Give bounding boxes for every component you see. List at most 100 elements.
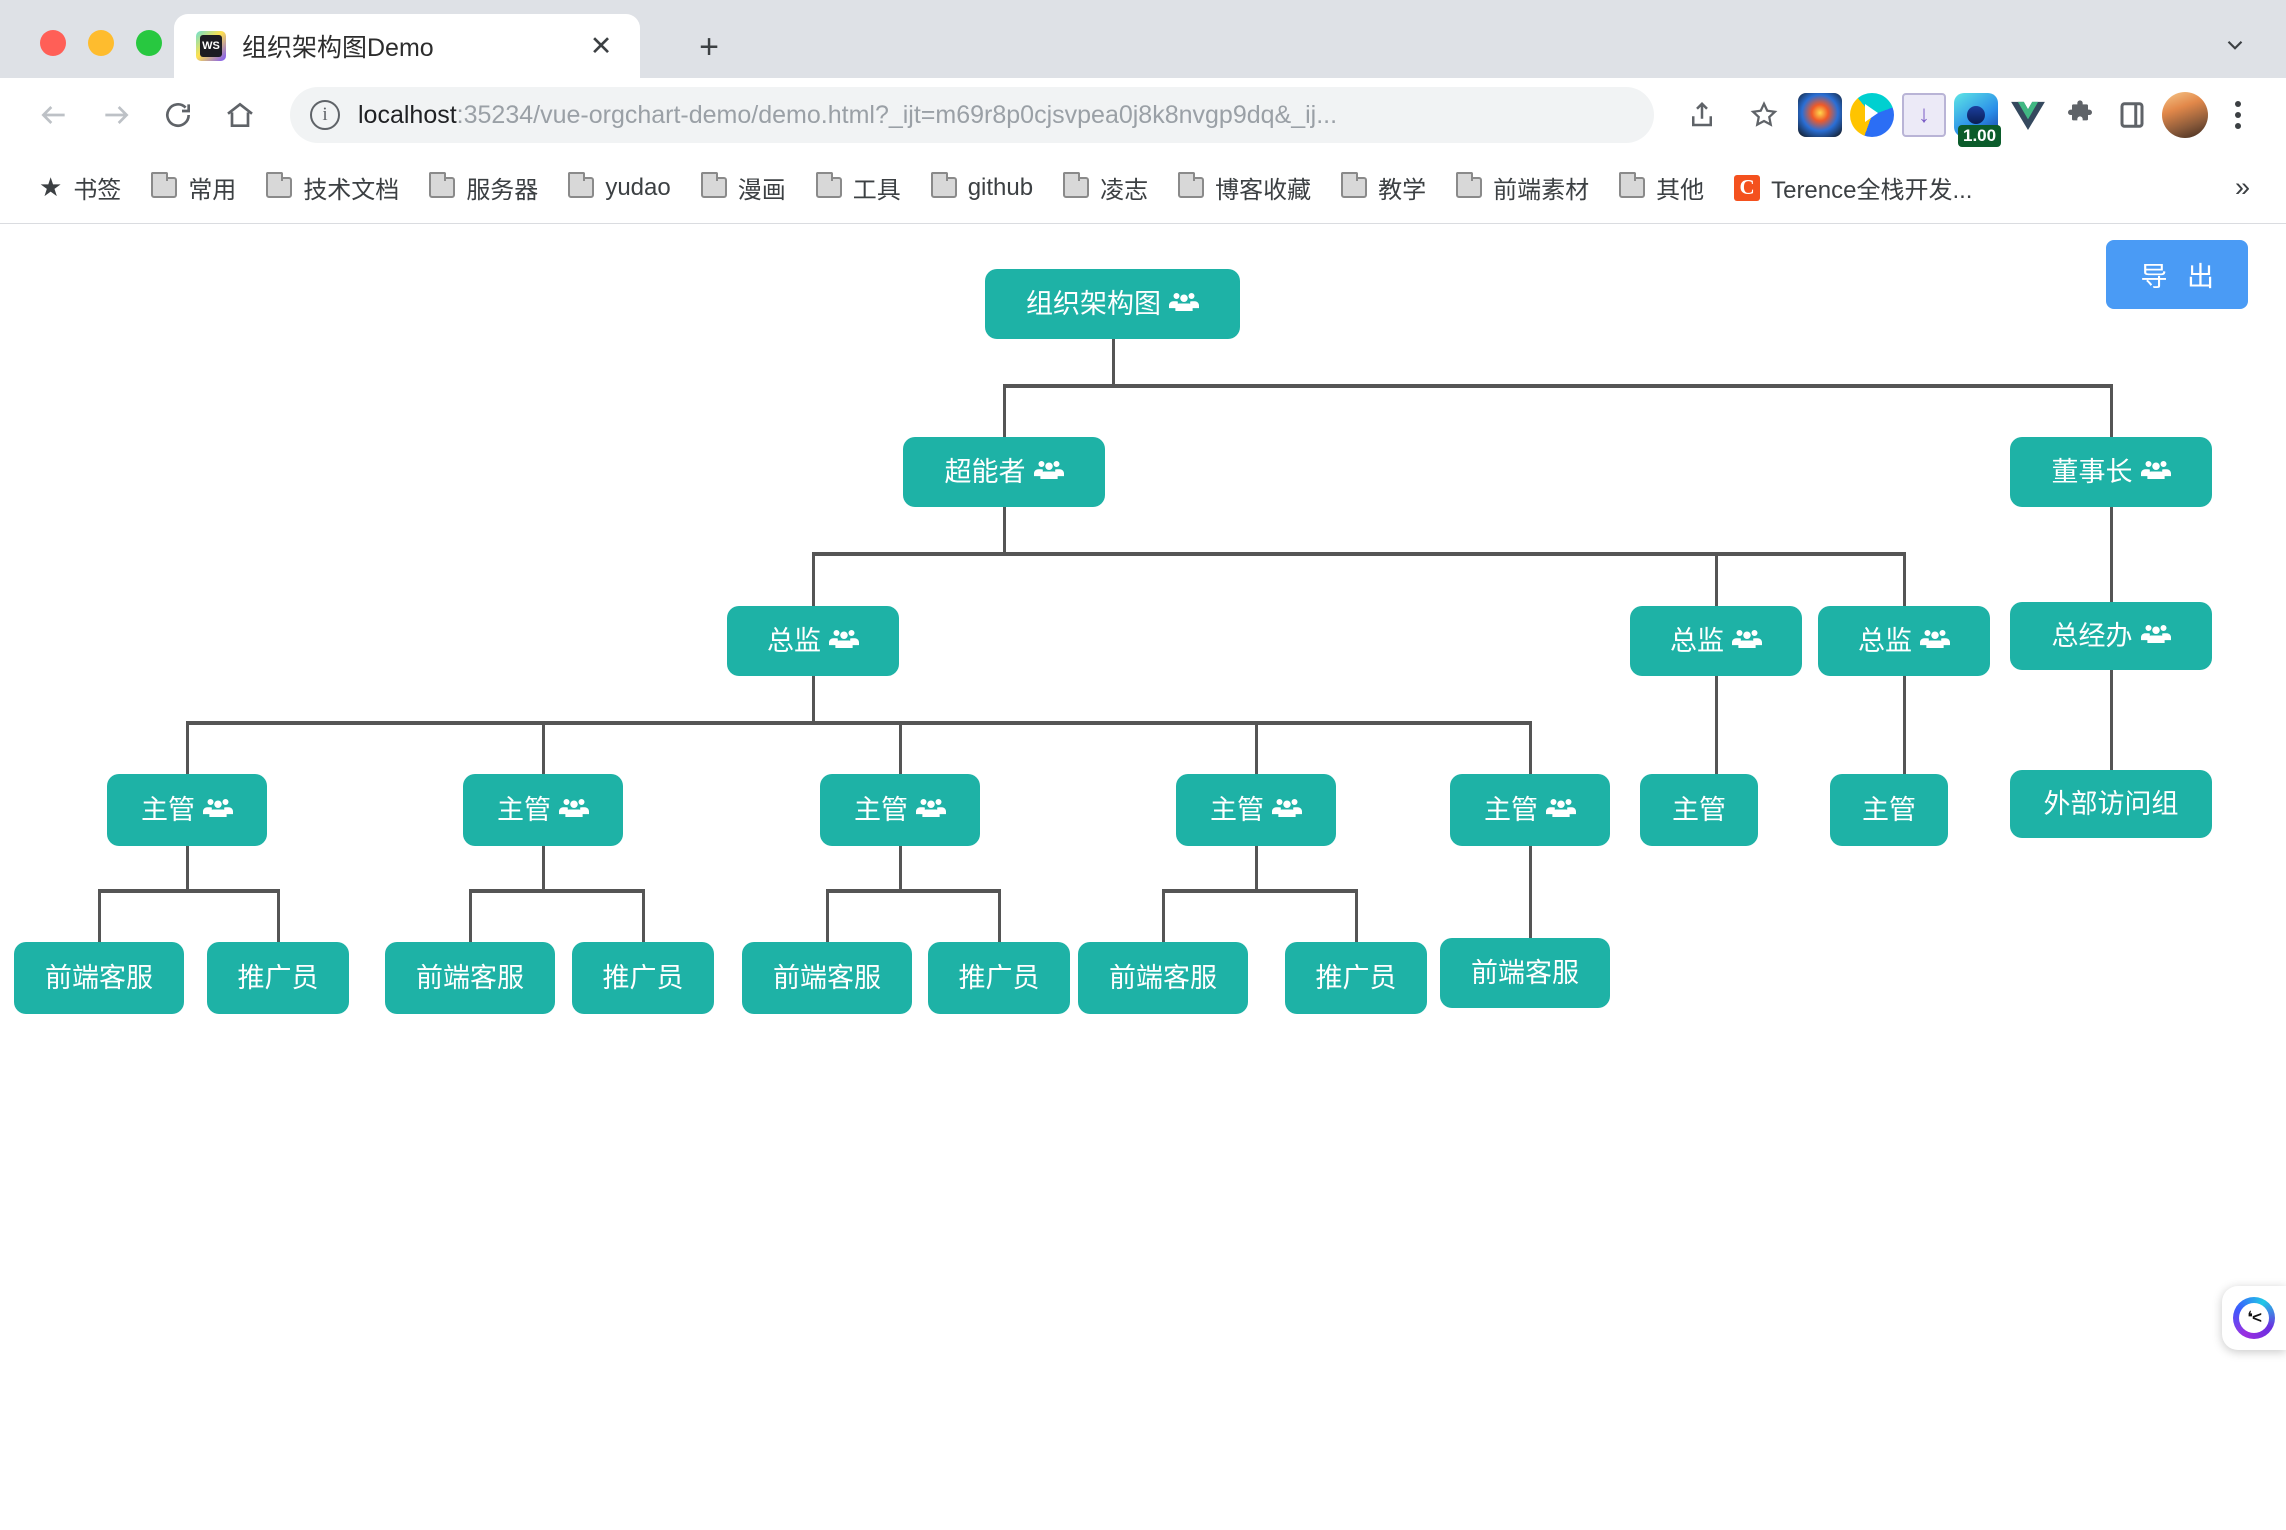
org-node-n4d[interactable]: 主管: [1176, 774, 1336, 846]
org-node-n4b[interactable]: 主管: [463, 774, 623, 846]
org-node-label: 前端客服: [773, 962, 881, 993]
media-player-extension-icon[interactable]: [1850, 93, 1894, 137]
org-node-label: 前端客服: [1471, 957, 1579, 988]
plus-icon[interactable]: +: [699, 28, 719, 66]
org-node-n5h[interactable]: 推广员: [1285, 942, 1427, 1014]
window-zoom-button[interactable]: [136, 30, 162, 56]
folder-icon: [568, 172, 595, 198]
org-node-label: 超能者: [944, 456, 1026, 487]
zoom-level-extension-icon[interactable]: 1.00: [1954, 93, 2002, 147]
bookmark-label: 漫画: [737, 177, 786, 204]
info-circle-icon[interactable]: i: [310, 100, 340, 130]
org-node-label: 主管: [497, 794, 551, 825]
connector-bus: [187, 721, 1530, 725]
close-icon[interactable]: ✕: [589, 30, 613, 61]
bookmark-label: 常用: [188, 177, 237, 204]
window-traffic-lights: [40, 30, 162, 56]
bookmark-folder-teaching[interactable]: 教学: [1328, 163, 1439, 212]
org-node-root[interactable]: 组织架构图: [985, 269, 1240, 339]
bookmark-folder-blog[interactable]: 博客收藏: [1165, 163, 1324, 212]
org-node-n4a[interactable]: 主管: [107, 774, 267, 846]
folder-icon: [1619, 172, 1646, 198]
connector-drop: [1903, 676, 1906, 774]
bookmark-manager[interactable]: ★ 书签: [26, 163, 134, 212]
kebab-menu-icon[interactable]: [2216, 101, 2260, 129]
tab-title: 组织架构图Demo: [242, 34, 434, 62]
arrow-left-icon[interactable]: [26, 87, 82, 143]
connector-drop: [1903, 552, 1906, 606]
star-icon: ★: [39, 172, 63, 202]
bookmark-label: 服务器: [466, 177, 539, 204]
extension-icons: 1.00: [1798, 92, 2260, 147]
chevron-down-icon[interactable]: [2218, 28, 2252, 62]
connector-bus: [1004, 384, 2111, 388]
url-scheme: localhost: [358, 100, 457, 129]
connector-drop: [998, 889, 1001, 942]
chevron-double-right-icon[interactable]: »: [2234, 172, 2250, 202]
bookmark-label: 教学: [1378, 177, 1427, 204]
org-node-n5b[interactable]: 推广员: [207, 942, 349, 1014]
connector-drop: [1003, 384, 1006, 437]
bookmark-folder-frontend-assets[interactable]: 前端素材: [1443, 163, 1602, 212]
org-node-label: 主管: [854, 794, 908, 825]
tab-orgchart-demo[interactable]: 组织架构图Demo ✕: [174, 14, 640, 78]
connector-stem: [186, 846, 189, 889]
bookmark-folder-yudao[interactable]: yudao: [555, 167, 683, 209]
bookmark-folder-github[interactable]: github: [918, 167, 1046, 209]
org-node-n5g[interactable]: 前端客服: [1078, 942, 1248, 1014]
org-node-n4h[interactable]: 外部访问组: [2010, 770, 2212, 838]
org-node-n3d[interactable]: 总经办: [2010, 602, 2212, 670]
screen-capture-extension-icon[interactable]: [1902, 93, 1946, 137]
tab-strip: 组织架构图Demo ✕ +: [0, 0, 2286, 78]
org-node-n4e[interactable]: 主管: [1450, 774, 1610, 846]
star-outline-icon[interactable]: [1736, 87, 1792, 143]
address-bar[interactable]: i localhost:35234/vue-orgchart-demo/demo…: [290, 87, 1654, 143]
side-panel-icon[interactable]: [2110, 93, 2154, 137]
home-icon[interactable]: [212, 87, 268, 143]
export-button[interactable]: 导 出: [2106, 240, 2248, 309]
org-node-n2b[interactable]: 董事长: [2010, 437, 2212, 507]
bookmark-folder-tools[interactable]: 工具: [803, 163, 914, 212]
bookmark-label: 技术文档: [303, 177, 400, 204]
bookmarks-bar: ★ 书签 常用 技术文档 服务器 yudao 漫画 工具 github 凌志 博…: [0, 152, 2286, 224]
org-node-n5e[interactable]: 前端客服: [742, 942, 912, 1014]
org-node-n3a[interactable]: 总监: [727, 606, 899, 676]
org-node-n4g[interactable]: 主管: [1830, 774, 1948, 846]
bookmark-folder-lingzhi[interactable]: 凌志: [1050, 163, 1161, 212]
org-node-n5i[interactable]: 前端客服: [1440, 938, 1610, 1008]
photoshop-extension-icon[interactable]: [1798, 93, 1842, 137]
vue-devtools-icon[interactable]: [2006, 93, 2050, 137]
org-node-n4f[interactable]: 主管: [1640, 774, 1758, 846]
folder-icon: [151, 172, 178, 198]
bookmark-folder-changyong[interactable]: 常用: [138, 163, 249, 212]
org-node-n3c[interactable]: 总监: [1818, 606, 1990, 676]
connector-drop: [642, 889, 645, 942]
folder-icon: [815, 172, 842, 198]
folder-icon: [1178, 172, 1205, 198]
org-node-n3b[interactable]: 总监: [1630, 606, 1802, 676]
org-node-n5a[interactable]: 前端客服: [14, 942, 184, 1014]
reload-icon[interactable]: [150, 87, 206, 143]
profile-avatar[interactable]: [2162, 92, 2208, 138]
org-node-n5c[interactable]: 前端客服: [385, 942, 555, 1014]
share-icon[interactable]: [1674, 87, 1730, 143]
bookmark-folder-manhua[interactable]: 漫画: [688, 163, 799, 212]
assistant-bubble-icon[interactable]: ❛<: [2222, 1286, 2286, 1350]
org-node-n5f[interactable]: 推广员: [928, 942, 1070, 1014]
org-node-n2a[interactable]: 超能者: [903, 437, 1105, 507]
arrow-right-icon[interactable]: [88, 87, 144, 143]
users-group-icon: [559, 796, 589, 825]
window-close-button[interactable]: [40, 30, 66, 56]
bookmark-folder-tech-docs[interactable]: 技术文档: [253, 163, 412, 212]
puzzle-extensions-icon[interactable]: [2058, 93, 2102, 137]
org-node-n5d[interactable]: 推广员: [572, 942, 714, 1014]
connector-drop: [277, 889, 280, 942]
org-node-label: 组织架构图: [1026, 288, 1161, 319]
bookmark-folder-other[interactable]: 其他: [1606, 163, 1717, 212]
window-minimize-button[interactable]: [88, 30, 114, 56]
folder-icon: [1063, 172, 1090, 198]
bookmark-label: 其他: [1656, 177, 1705, 204]
org-node-n4c[interactable]: 主管: [820, 774, 980, 846]
bookmark-folder-server[interactable]: 服务器: [416, 163, 551, 212]
